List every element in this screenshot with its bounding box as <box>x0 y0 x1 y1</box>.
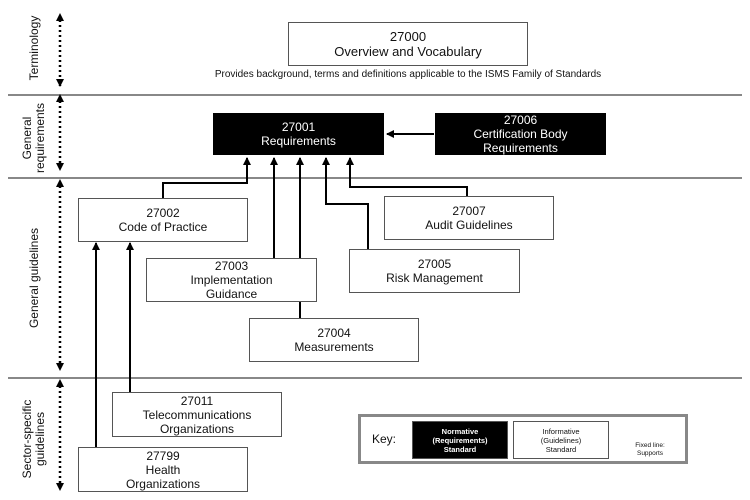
standard-number: 27002 <box>146 206 180 220</box>
standard-27011-box: 27011 Telecommunications Organizations <box>112 392 282 437</box>
standard-title: Overview and Vocabulary <box>334 44 482 59</box>
standard-number: 27799 <box>146 448 180 463</box>
standard-number: 27007 <box>452 204 486 218</box>
standard-title: Certification Body <box>473 127 568 141</box>
standard-27007-box: 27007 Audit Guidelines <box>384 196 554 240</box>
standard-number: 27001 <box>281 120 316 134</box>
standard-title: Telecommunications <box>142 407 252 422</box>
standard-number: 27006 <box>503 113 538 127</box>
row-label-general-guidelines: General guidelines <box>27 227 41 329</box>
standard-27001-box: 27001 Requirements <box>213 113 384 155</box>
standard-title: Measurements <box>294 340 374 354</box>
standard-title: Code of Practice <box>118 220 208 234</box>
standard-title: Risk Management <box>386 271 483 285</box>
note-27000: Provides background, terms and definitio… <box>214 69 602 80</box>
standard-27006-box: 27006 Certification Body Requirements <box>435 113 606 155</box>
standard-number: 27011 <box>180 393 214 408</box>
key-normative-swatch: Normative (Requirements) Standard <box>412 421 508 459</box>
standard-27005-box: 27005 Risk Management <box>349 249 520 293</box>
standard-number: 27003 <box>214 259 249 273</box>
standard-title: Organizations <box>159 421 235 436</box>
key-label: Key: <box>372 432 397 446</box>
key-informative-swatch: Informative (Guidelines) Standard <box>513 421 609 459</box>
key-arrow-note: Fixed line: Supports <box>635 442 665 457</box>
standard-27004-box: 27004 Measurements <box>249 318 419 362</box>
standard-27000-box: 27000 Overview and Vocabulary <box>288 22 528 66</box>
standard-title: Requirements <box>483 141 558 155</box>
row-label-sector-specific: Sector-specific guidelines <box>20 399 47 479</box>
row-label-general-requirements: General requirements <box>20 102 47 174</box>
standard-title: Organizations <box>125 476 201 491</box>
standard-27799-box: 27799 Health Organizations <box>78 447 248 492</box>
standard-title: Health <box>145 462 181 477</box>
standard-title: Requirements <box>261 134 336 148</box>
standard-27002-box: 27002 Code of Practice <box>78 198 248 242</box>
standard-27003-box: 27003 Implementation Guidance <box>146 258 317 302</box>
standard-title: Implementation <box>190 273 273 287</box>
row-label-terminology: Terminology <box>27 15 41 81</box>
standard-number: 27004 <box>317 326 351 340</box>
standard-title: Guidance <box>205 287 258 301</box>
standard-number: 27005 <box>417 257 452 271</box>
standard-title: Audit Guidelines <box>425 218 513 232</box>
standard-number: 27000 <box>389 29 427 44</box>
